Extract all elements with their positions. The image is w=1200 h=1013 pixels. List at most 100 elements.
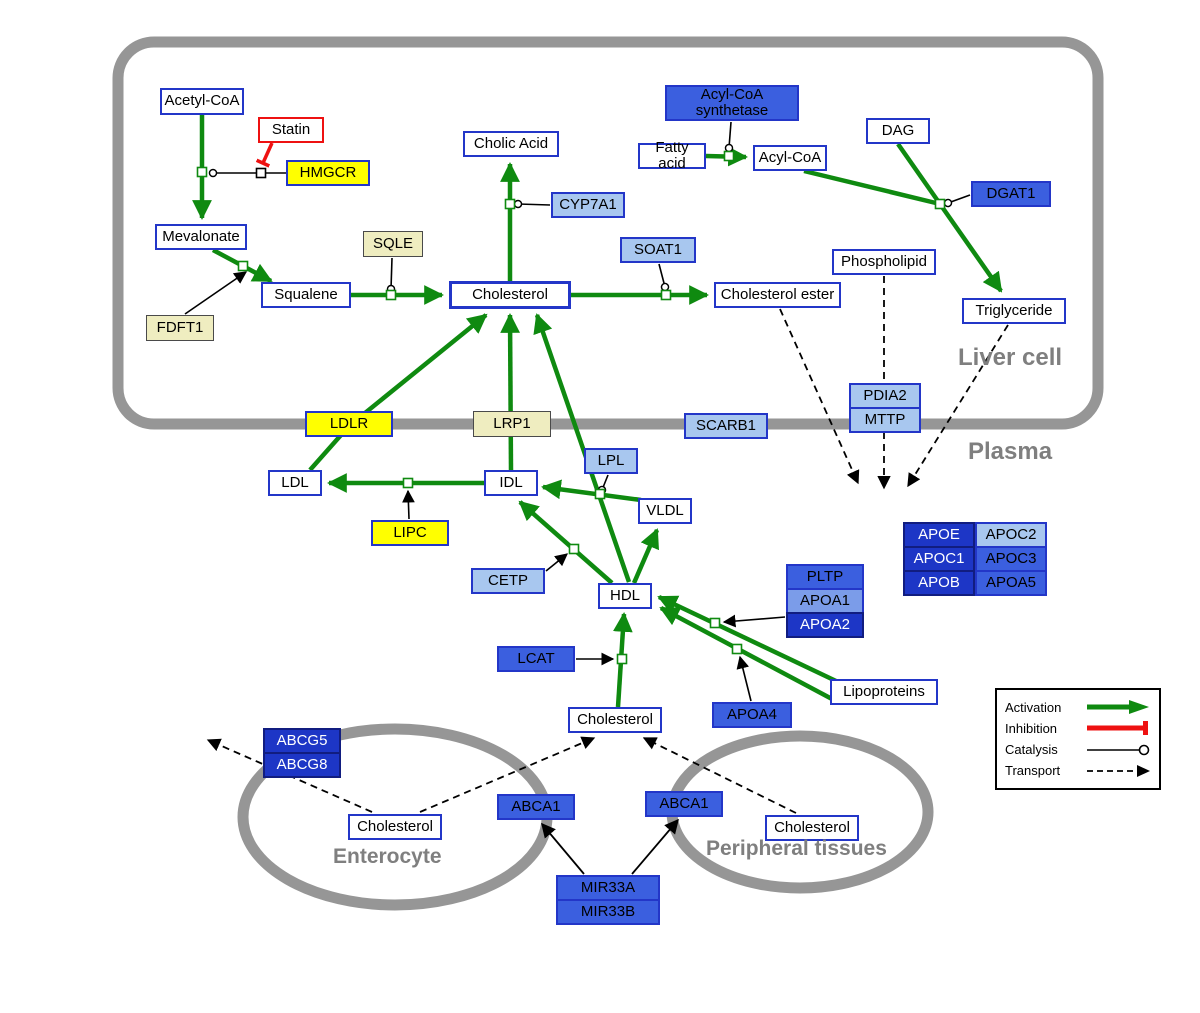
node-lipc[interactable]: LIPC [371,520,449,546]
reaction-node [934,198,946,210]
cat-soat1 [658,263,670,292]
node-apob[interactable]: APOB [903,570,975,596]
node-abcg8[interactable]: ABCG8 [263,752,341,778]
node-pltp[interactable]: PLTP [786,564,864,590]
node-vldl[interactable]: VLDL [638,498,692,524]
edge-junction-triglyceride [938,202,1003,293]
reaction-nodes [196,150,946,665]
edge-hdl-idl [518,500,614,585]
peripheral-tissues-label: Peripheral tissues [706,837,887,860]
legend-row-catalysis: Catalysis [1005,740,1151,760]
activation-arrow-symbol [1087,700,1149,714]
node-acetyl-coa[interactable]: Acetyl-CoA [160,88,244,115]
inhibition-edge [255,142,274,168]
reaction-node [196,166,208,178]
edge-lipoproteins-hdl-upper [657,594,837,684]
reaction-node [568,543,580,555]
node-abca1-enterocyte[interactable]: ABCA1 [497,794,575,820]
node-fdft1[interactable]: FDFT1 [146,315,214,341]
node-squalene[interactable]: Squalene [261,282,351,308]
node-apoa5[interactable]: APOA5 [975,570,1047,596]
node-apoc2[interactable]: APOC2 [975,522,1047,548]
node-acyl-coa[interactable]: Acyl-CoA [753,145,827,171]
node-mevalonate[interactable]: Mevalonate [155,224,247,250]
node-abcg5[interactable]: ABCG5 [263,728,341,754]
node-cholic-acid[interactable]: Cholic Acid [463,131,559,157]
reaction-node [731,643,743,655]
node-pdia2[interactable]: PDIA2 [849,383,921,409]
liver-cell-outline [112,36,1104,430]
reaction-node [616,653,628,665]
act-mir33-abca1-right [631,818,679,875]
liver-cell-label: Liver cell [958,344,1063,371]
node-ldl[interactable]: LDL [268,470,322,496]
node-acyl-coa-synthetase[interactable]: Acyl-CoA synthetase [665,85,799,121]
cat-dgat1 [943,194,971,208]
cat-apoa4 [736,655,752,702]
reaction-node [660,289,672,301]
edge-hdl-vldl [631,528,660,584]
cat-lpl [597,474,609,495]
node-hmgcr[interactable]: HMGCR [286,160,370,186]
node-triglyceride[interactable]: Triglyceride [962,298,1066,324]
legend-row-inhibition: Inhibition [1005,718,1151,738]
transport-peripheral-cholesterol [642,737,797,814]
catalysis-node-hmgcr [255,167,267,179]
node-mir33b[interactable]: MIR33B [556,899,660,925]
node-mttp[interactable]: MTTP [849,407,921,433]
node-apoa1[interactable]: APOA1 [786,588,864,614]
transport-cholesterolester-plasma [779,308,860,485]
node-scarb1[interactable]: SCARB1 [684,413,768,439]
activation-edges [192,115,1003,708]
node-cyp7a1[interactable]: CYP7A1 [551,192,625,218]
node-lcat[interactable]: LCAT [497,646,575,672]
node-dag[interactable]: DAG [866,118,930,144]
reaction-node [594,488,606,500]
cat-sqle [386,257,396,294]
node-apoa2[interactable]: APOA2 [786,612,864,638]
node-apoe[interactable]: APOE [903,522,975,548]
node-cholesterol-liver[interactable]: Cholesterol [449,281,571,309]
node-lpl[interactable]: LPL [584,448,638,474]
node-cholesterol-peripheral[interactable]: Cholesterol [765,815,859,841]
edge-idl-lrp1-cholesterol [500,313,521,471]
legend-inhibition-label: Inhibition [1005,720,1058,736]
node-ldlr[interactable]: LDLR [305,411,393,437]
node-lipoproteins[interactable]: Lipoproteins [830,679,938,705]
node-sqle[interactable]: SQLE [363,231,423,257]
node-fatty-acid[interactable]: Fatty acid [638,139,706,172]
legend-activation-label: Activation [1005,699,1062,715]
node-statin[interactable]: Statin [258,117,324,143]
node-apoc1[interactable]: APOC1 [903,546,975,572]
node-idl[interactable]: IDL [484,470,538,496]
node-hdl[interactable]: HDL [598,583,652,609]
node-cholesterol-ester[interactable]: Cholesterol ester [714,282,841,308]
node-soat1[interactable]: SOAT1 [620,237,696,263]
node-mir33a[interactable]: MIR33A [556,875,660,901]
node-dgat1[interactable]: DGAT1 [971,181,1051,207]
edge-vldl-idl [541,479,642,503]
reaction-node [237,260,249,272]
reaction-node [709,617,721,629]
edge-ldl-ldlr-cholesterol [308,313,488,472]
catalysis-circle-symbol [1087,744,1150,755]
node-apoc3[interactable]: APOC3 [975,546,1047,572]
cat-acylcoa-synthetase [724,121,734,153]
edge-dag-junction [896,142,942,206]
node-lrp1[interactable]: LRP1 [473,411,551,437]
legend-row-activation: Activation [1005,697,1151,717]
inh-statin-hmgcr [255,142,274,168]
node-cholesterol-enterocyte[interactable]: Cholesterol [348,814,442,840]
node-phospholipid[interactable]: Phospholipid [832,249,936,275]
node-cholesterol-plasma[interactable]: Cholesterol [568,707,662,733]
reaction-node [402,477,414,489]
reaction-node [385,289,397,301]
node-abca1-peripheral[interactable]: ABCA1 [645,791,723,817]
cat-cyp7a1 [513,199,551,209]
node-cetp[interactable]: CETP [471,568,545,594]
transport-arrow-symbol [1087,764,1150,777]
edge-hdl-cholesterol [533,313,632,583]
node-apoa4[interactable]: APOA4 [712,702,792,728]
